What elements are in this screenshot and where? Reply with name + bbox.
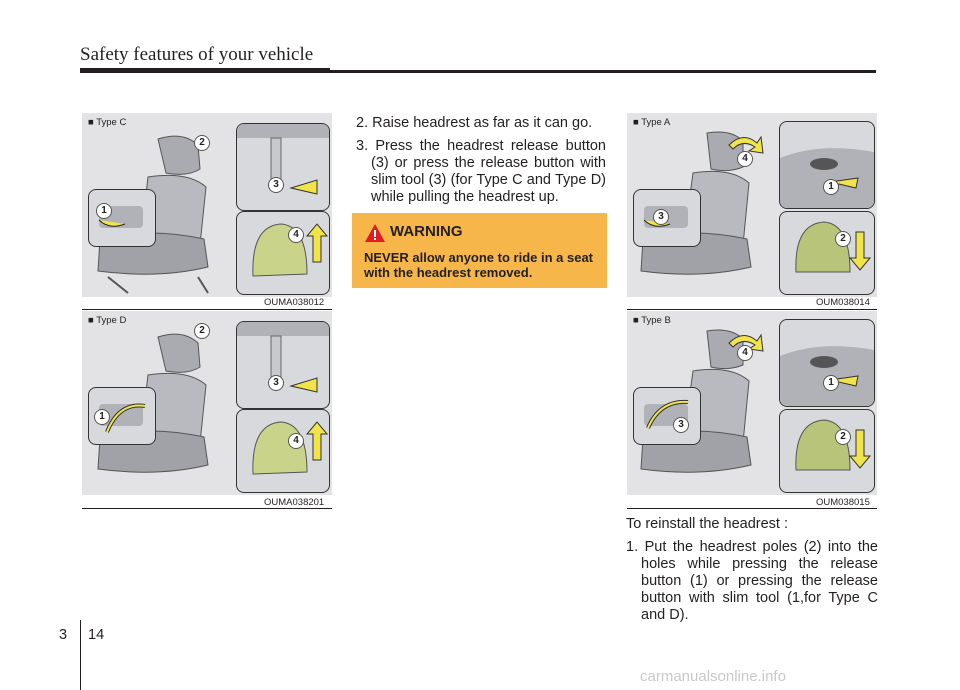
reinstall-block: To reinstall the headrest : 1. Put the h… [626, 516, 878, 630]
callout-4: 4 [737, 151, 753, 167]
inset-headrest [779, 211, 875, 295]
callout-2: 2 [194, 323, 210, 339]
page-number: 14 [88, 627, 105, 643]
callout-4: 4 [288, 433, 304, 449]
callout-3: 3 [653, 209, 669, 225]
figure-type-a: ■ Type A 4 1 3 2 [627, 113, 877, 297]
figure-code: OUMA038201 [264, 497, 325, 508]
warning-title: WARNING [390, 223, 463, 240]
callout-4: 4 [288, 227, 304, 243]
inset-headrest [236, 409, 330, 493]
inset-poles [779, 319, 875, 407]
callout-2: 2 [194, 135, 210, 151]
callout-3: 3 [268, 177, 284, 193]
inset-poles [236, 321, 330, 409]
chapter-number: 3 [59, 627, 68, 643]
figure-label: ■ Type B [633, 315, 671, 326]
callout-1: 1 [94, 409, 110, 425]
instructions-block: 2. Raise headrest as far as it can go. 3… [356, 115, 606, 212]
figure-type-c: ■ Type C 2 3 1 4 [82, 113, 332, 297]
page-header-title: Safety features of your vehicle [80, 44, 314, 65]
reinstall-intro: To reinstall the headrest : [626, 516, 789, 532]
warning-box: WARNING NEVER allow anyone to ride in a … [352, 213, 607, 288]
reinstall-step-1: 1. Put the headrest poles (2) into the h… [626, 539, 878, 623]
inset-headrest [236, 211, 330, 295]
figure-divider [627, 508, 877, 509]
figure-code: OUMA038012 [264, 297, 325, 308]
inset-headrest [779, 409, 875, 493]
warning-text: NEVER allow anyone to ride in a seat wit… [364, 250, 594, 280]
callout-3: 3 [673, 417, 689, 433]
watermark: carmanualsonline.info [640, 668, 786, 685]
header-rule [80, 70, 876, 73]
callout-1: 1 [823, 375, 839, 391]
callout-1: 1 [823, 179, 839, 195]
callout-1: 1 [96, 203, 112, 219]
figure-divider [82, 508, 332, 509]
figure-label: ■ Type D [88, 315, 127, 326]
page-number-rule [80, 620, 81, 690]
header-rule-accent [80, 68, 330, 73]
figure-code: OUM038014 [816, 297, 870, 308]
figure-label: ■ Type A [633, 117, 671, 128]
inset-poles [779, 121, 875, 209]
instruction-step-2: 2. Raise headrest as far as it can go. [356, 115, 593, 131]
inset-release-lever [88, 189, 156, 247]
figure-code: OUM038015 [816, 497, 870, 508]
warning-triangle-icon [365, 224, 385, 242]
instruction-step-3: 3. Press the headrest release button (3)… [356, 138, 606, 205]
figure-divider [627, 309, 877, 310]
inset-poles [236, 123, 330, 211]
figure-type-d: ■ Type D 2 3 1 4 [82, 311, 332, 495]
callout-4: 4 [737, 345, 753, 361]
callout-3: 3 [268, 375, 284, 391]
callout-2: 2 [835, 231, 851, 247]
figure-type-b: ■ Type B 4 1 3 2 [627, 311, 877, 495]
figure-label: ■ Type C [88, 117, 127, 128]
callout-2: 2 [835, 429, 851, 445]
figure-divider [82, 309, 332, 310]
inset-release-lever [633, 387, 701, 445]
